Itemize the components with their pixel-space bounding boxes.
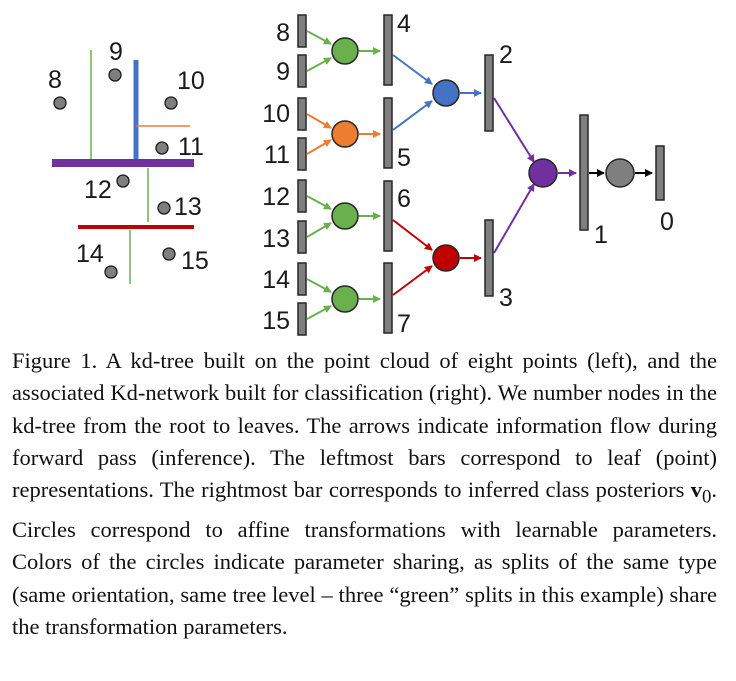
caption-symbol-v: v: [690, 477, 702, 503]
leaf-bar-11: [297, 137, 307, 171]
arrow-bar5-to-blue: [392, 100, 433, 131]
arrow-bar4-to-blue: [392, 54, 433, 85]
point-label-15: 15: [181, 247, 209, 275]
leaf-bar-12: [297, 179, 307, 213]
leaf-label-14: 14: [262, 266, 290, 294]
arrow-leaf10-to-orange: [306, 113, 332, 129]
node-label-6: 6: [397, 185, 411, 213]
point-9: [108, 68, 122, 82]
leaf-label-9: 9: [276, 58, 290, 86]
node-bar-2: [484, 54, 494, 132]
point-11: [155, 141, 169, 155]
purple-transform-node-1: [528, 158, 558, 188]
point-8: [53, 96, 67, 110]
arrow-leaf8-to-green-a: [306, 30, 332, 45]
leaf-bar-13: [297, 220, 307, 254]
node-label-1: 1: [594, 221, 608, 249]
leaf-label-13: 13: [262, 225, 290, 253]
node-label-2: 2: [499, 41, 513, 69]
point-15: [162, 247, 176, 261]
kd-network: 8 9 10 11 12 13 14 15 4 5 6 7: [262, 10, 674, 338]
kd-tree-partition: 8 9 10 11 12 13 14 15: [48, 38, 209, 284]
caption-symbol-subscript: 0: [702, 486, 712, 508]
leaf-bar-9: [297, 54, 307, 88]
figure-caption: Figure 1. A kd-tree built on the point c…: [12, 345, 717, 643]
green-transform-node-7: [331, 285, 359, 313]
node-label-5: 5: [397, 144, 411, 172]
point-12: [116, 174, 130, 188]
arrow-leaf11-to-orange: [306, 139, 332, 155]
leaf-label-10: 10: [262, 100, 290, 128]
point-label-10: 10: [177, 67, 205, 95]
output-bar-0: [655, 145, 665, 201]
point-label-8: 8: [48, 66, 62, 94]
node-bar-5: [383, 97, 393, 169]
red-transform-node-3: [432, 244, 460, 272]
arrow-leaf15-to-green-c: [306, 305, 332, 320]
blue-transform-node-2: [432, 79, 460, 107]
arrow-leaf14-to-green-c: [306, 278, 332, 293]
leaf-label-11: 11: [264, 141, 290, 169]
leaf-label-12: 12: [262, 183, 290, 211]
leaf-bar-8: [297, 14, 307, 48]
node-label-7: 7: [397, 310, 411, 338]
point-label-11: 11: [178, 133, 204, 161]
arrow-bar7-to-red: [392, 265, 433, 296]
leaf-bar-15: [297, 302, 307, 336]
point-14: [104, 265, 118, 279]
node-bar-6: [383, 180, 393, 252]
node-bar-1: [579, 114, 589, 231]
caption-text-part2: . Circles correspond to affine transform…: [12, 477, 723, 639]
node-label-0: 0: [660, 208, 674, 236]
leaf-label-8: 8: [276, 19, 290, 47]
point-label-14: 14: [76, 240, 104, 268]
kd-tree-figure: 8 9 10 11 12 13 14 15 8 9 10 11 12 13 14…: [48, 10, 674, 338]
node-bar-4: [383, 14, 393, 86]
leaf-bar-10: [297, 97, 307, 131]
gray-transform-node-0: [605, 158, 635, 188]
point-label-12: 12: [84, 176, 112, 204]
arrow-bar3-to-purple: [493, 183, 535, 254]
node-bar-3: [484, 219, 494, 297]
arrow-bar6-to-red: [392, 219, 433, 251]
leaf-label-15: 15: [262, 307, 290, 335]
orange-transform-node-5: [331, 120, 359, 148]
caption-text-part1: Figure 1. A kd-tree built on the point c…: [12, 348, 723, 503]
node-label-3: 3: [499, 284, 513, 312]
arrow-leaf13-to-green-b: [306, 222, 332, 238]
arrow-bar2-to-purple: [493, 97, 535, 163]
green-transform-node-6: [331, 202, 359, 230]
arrow-leaf9-to-green-a: [306, 57, 332, 72]
arrow-leaf12-to-green-b: [306, 195, 332, 210]
node-bar-7: [383, 262, 393, 334]
point-10: [164, 96, 178, 110]
leaf-bar-14: [297, 262, 307, 296]
node-label-4: 4: [397, 10, 411, 38]
point-label-9: 9: [109, 38, 123, 66]
point-13: [157, 201, 171, 215]
green-transform-node-4: [331, 37, 359, 65]
point-label-13: 13: [174, 193, 202, 221]
